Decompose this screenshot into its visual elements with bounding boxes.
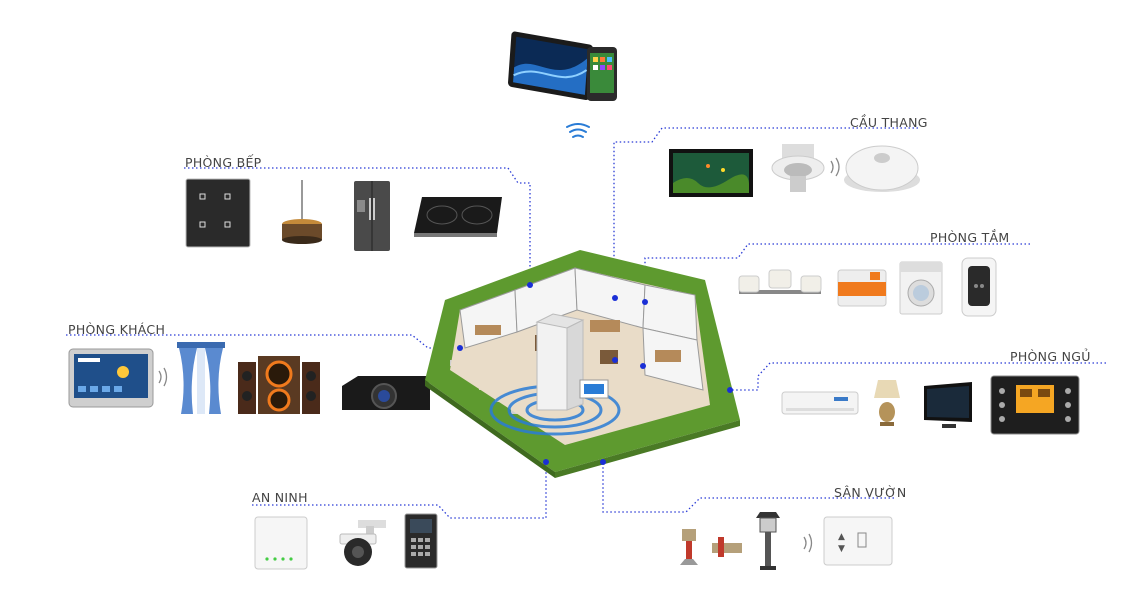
connector-security [252, 462, 547, 519]
curtain-icon [177, 342, 225, 414]
ptz-camera-icon [339, 520, 386, 566]
room-label-security: AN NINH [252, 490, 308, 505]
connector-kitchen [184, 167, 531, 300]
downlight-icon [771, 144, 825, 192]
connector-bathroom [644, 243, 1030, 300]
room-label-garden: SÂN VƯỜN [834, 485, 907, 500]
water-heater-icon [837, 269, 887, 307]
projector-icon [342, 376, 430, 410]
sprinkler-icon [680, 529, 742, 565]
speaker-system-icon [238, 356, 320, 414]
door-keypad-icon [404, 513, 438, 569]
room-label-stairs: CẦU THANG [850, 115, 928, 130]
signal-icon [803, 533, 813, 553]
security-hub-icon [254, 516, 308, 570]
control-panel-icon [68, 348, 154, 408]
washing-machine-icon [899, 261, 943, 315]
room-label-bedroom: PHÒNG NGỦ [1010, 349, 1091, 364]
tablet-icon [508, 31, 594, 101]
room-label-living-room: PHÒNG KHÁCH [68, 322, 166, 337]
table-lamp-icon [874, 380, 900, 426]
thermostat-panel-icon [990, 375, 1080, 435]
svg-text:▲: ▲ [838, 532, 845, 542]
touch-switch-icon [185, 178, 251, 248]
motion-sensor-icon [844, 145, 920, 192]
air-conditioner-icon [781, 391, 859, 415]
pendant-lamp-icon [282, 180, 322, 244]
television-icon [924, 382, 972, 428]
signal-icon [830, 157, 840, 177]
connector-stairs [613, 127, 918, 298]
connector-living [66, 334, 458, 349]
wall-lights-icon [738, 269, 822, 294]
svg-text:▼: ▼ [838, 544, 845, 554]
room-label-kitchen: PHÒNG BẾP [185, 155, 262, 170]
smartphone-icon [587, 47, 617, 101]
signal-icon [158, 367, 168, 387]
aquarium-icon [669, 149, 753, 197]
smart-house-illustration [425, 250, 740, 478]
room-label-bathroom: PHÒNG TẮM [930, 230, 1010, 245]
induction-cooktop-icon [414, 197, 502, 237]
connector-garden [602, 462, 894, 513]
wifi-icon [566, 123, 590, 138]
garden-light-icon [756, 512, 780, 570]
smart-plug-icon [961, 257, 997, 317]
refrigerator-icon [354, 181, 390, 251]
garden-switch-icon: ▲ ▼ [823, 516, 893, 566]
connector-bedroom [730, 362, 1106, 391]
